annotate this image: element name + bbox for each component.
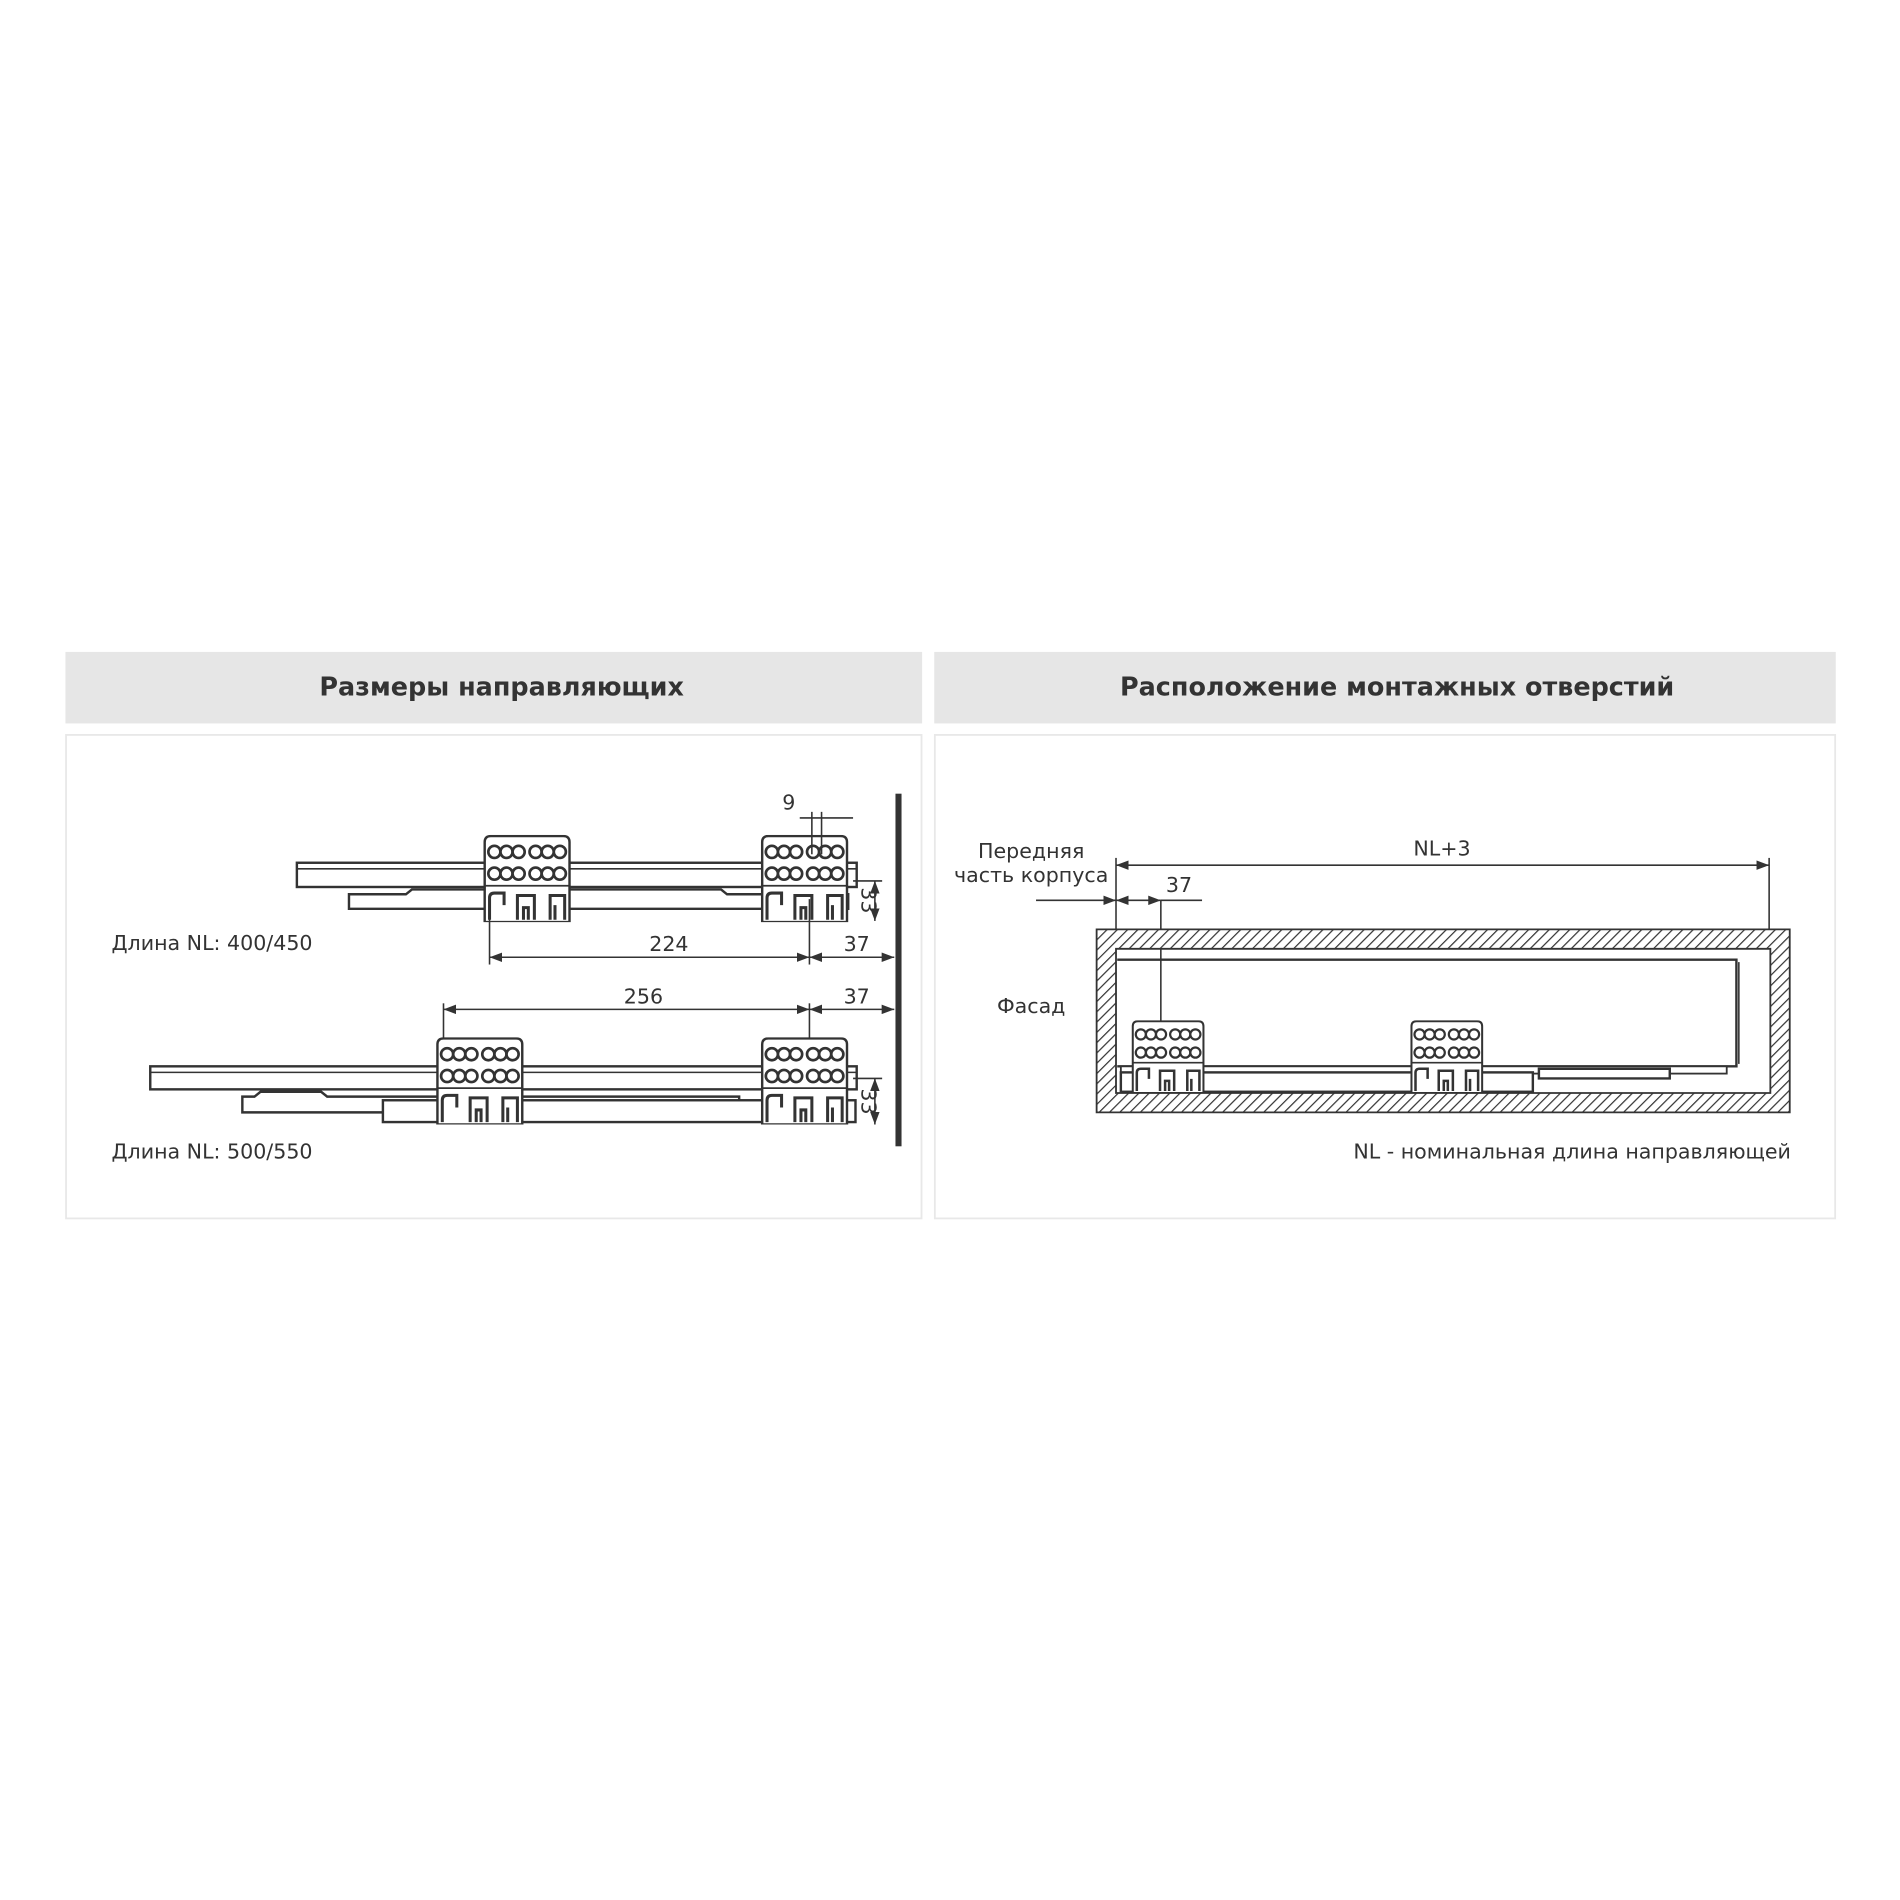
dim-37-top-label: 37 <box>844 932 870 956</box>
dim-256-label: 256 <box>624 984 663 1008</box>
slide-500-550 <box>149 1037 858 1125</box>
nl-definition-note: NL - номинальная длина направляющей <box>1353 1139 1791 1163</box>
facade-label: Фасад <box>997 994 1065 1018</box>
cabinet-frame <box>1095 928 1791 1114</box>
left-panel <box>65 734 923 1220</box>
right-panel-title: Расположение монтажных отверстий <box>1120 672 1674 702</box>
dim-37-label: 37 <box>1166 873 1192 897</box>
mounting-bracket <box>483 834 572 923</box>
front-label-line2: часть корпуса <box>954 863 1108 887</box>
mounting-bracket <box>760 834 849 923</box>
mounting-bracket <box>1131 1020 1205 1093</box>
right-header: Расположение монтажных отверстий <box>934 651 1836 724</box>
facade-wall <box>895 793 902 1147</box>
label-length-400-450: Длина NL: 400/450 <box>111 931 312 955</box>
mounting-bracket <box>1410 1020 1484 1093</box>
front-label-line1: Передняя <box>978 839 1084 863</box>
dim-9-label: 9 <box>782 790 795 814</box>
label-length-500-550: Длина NL: 500/550 <box>111 1139 312 1163</box>
slide-400-450 <box>295 834 858 923</box>
mounting-bracket <box>760 1037 849 1125</box>
left-panel-title: Размеры направляющих <box>319 672 684 702</box>
dim-224-label: 224 <box>649 932 688 956</box>
right-panel <box>933 734 1837 1220</box>
dim-nl3-label: NL+3 <box>1413 836 1470 860</box>
mounting-bracket <box>435 1037 524 1125</box>
dim-33-top-label: 33 <box>857 887 881 913</box>
dim-37-bottom-label: 37 <box>844 984 870 1008</box>
mounting-holes-diagram: Передняя часть корпуса NL+3 37 Фасад NL … <box>954 836 1791 1163</box>
dim-33-bottom-label: 33 <box>857 1088 881 1114</box>
slide-dimensions-diagram: 9 33 224 37 Длина NL: 400/450 256 37 33 <box>111 790 902 1163</box>
left-header: Размеры направляющих <box>65 651 923 724</box>
